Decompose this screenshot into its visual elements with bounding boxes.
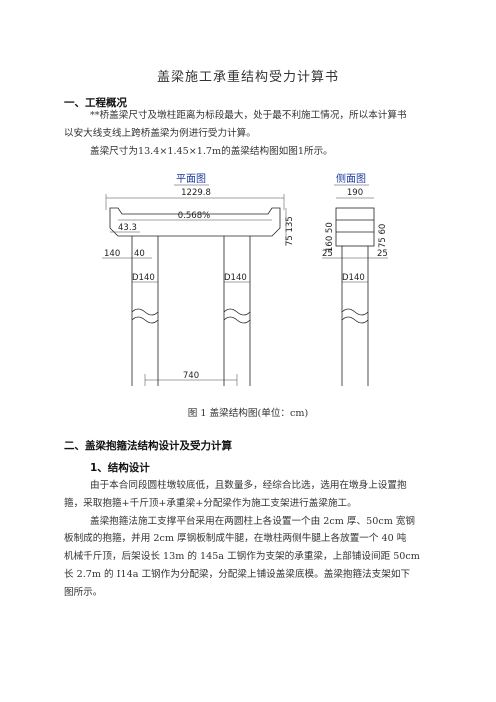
dim-col-width-2: 40 bbox=[134, 249, 145, 259]
section-heading-design: 二、盖梁抱箍法结构设计及受力计算 bbox=[64, 440, 232, 452]
text-line: 板制成的抱箍，并用 2cm 厚钢板制成牛腿，在墩柱两侧牛腿上各放置一个 40 吨 bbox=[64, 533, 407, 545]
subsection-heading-structure: 1、结构设计 bbox=[90, 462, 150, 474]
dim-height-right: 75 135 bbox=[285, 216, 295, 246]
left-column bbox=[131, 236, 159, 386]
dim-side-height-left: 160 50 bbox=[325, 222, 335, 252]
text-line: 由于本合同段圆柱墩较底低，且数量多，经综合比选，选用在墩身上设置抱 bbox=[90, 480, 407, 491]
dim-column-spacing: 740 bbox=[183, 371, 199, 381]
text-line: 机械千斤顶，后架设长 13m 的 145a 工钢作为支架的承重梁，上部铺设间距 … bbox=[64, 551, 420, 563]
dim-side-offset-left: 25 bbox=[322, 249, 333, 259]
side-view-label: 侧面图 bbox=[336, 172, 366, 185]
dim-slope: 0.568% bbox=[178, 211, 210, 221]
side-view-column bbox=[341, 246, 369, 386]
design-paragraph: 由于本合同段圆柱墩较底低，且数量多，经综合比选，选用在墩身上设置抱 箍，采取抱箍… bbox=[64, 477, 434, 602]
dim-side-height-right: 75 60 bbox=[378, 224, 388, 248]
text-line: 长 2.7m 的 I14a 工钢作为分配梁，分配梁上铺设盖梁底模。盖梁抱箍法支架… bbox=[64, 568, 411, 580]
dim-col-width-1: 140 bbox=[104, 249, 120, 259]
dim-total-length: 1229.8 bbox=[181, 188, 211, 198]
dim-col-diameter-mid: D140 bbox=[224, 273, 247, 283]
figure-caption: 图 1 盖梁结构图(单位：cm) bbox=[187, 408, 309, 419]
text-line: 盖梁尺寸为13.4×1.45×1.7m的盖梁结构图如图1所示。 bbox=[90, 145, 333, 157]
text-line: 以安大线支线上跨桥盖梁为例进行受力计算。 bbox=[64, 127, 256, 139]
dim-col-diameter-left: D140 bbox=[132, 273, 155, 283]
dim-side-offset-right: 25 bbox=[377, 249, 388, 259]
side-view-beam bbox=[335, 207, 375, 247]
dim-cantilever: 43.3 bbox=[118, 223, 137, 233]
cap-beam-outline bbox=[109, 207, 281, 237]
text-line: 盖梁抱箍法施工支撑平台采用在两圆柱上各设置一个由 2cm 厚、50cm 宽钢 bbox=[90, 515, 416, 527]
plan-view-label: 平面图 bbox=[176, 173, 206, 185]
cap-beam-structure-figure: .ln{stroke:#222;stroke-width:0.8;fill:no… bbox=[102, 172, 388, 386]
dim-side-col-diameter: D140 bbox=[342, 273, 365, 283]
overview-paragraph: **桥盖梁尺寸及墩柱距离为标段最大，处于最不利施工情况，所以本计算书 以安大线支… bbox=[64, 107, 434, 160]
text-line: **桥盖梁尺寸及墩柱距离为标段最大，处于最不利施工情况，所以本计算书 bbox=[90, 110, 407, 121]
right-column bbox=[223, 236, 251, 386]
dim-side-width: 190 bbox=[347, 188, 363, 198]
text-line: 箍，采取抱箍+千斤顶+承重梁+分配梁作为施工支架进行盖梁施工。 bbox=[64, 497, 357, 509]
text-line: 图所示。 bbox=[64, 586, 103, 598]
section-heading-overview: 一、工程概况 bbox=[64, 97, 127, 109]
page-title: 盖梁施工承重结构受力计算书 bbox=[156, 70, 339, 85]
